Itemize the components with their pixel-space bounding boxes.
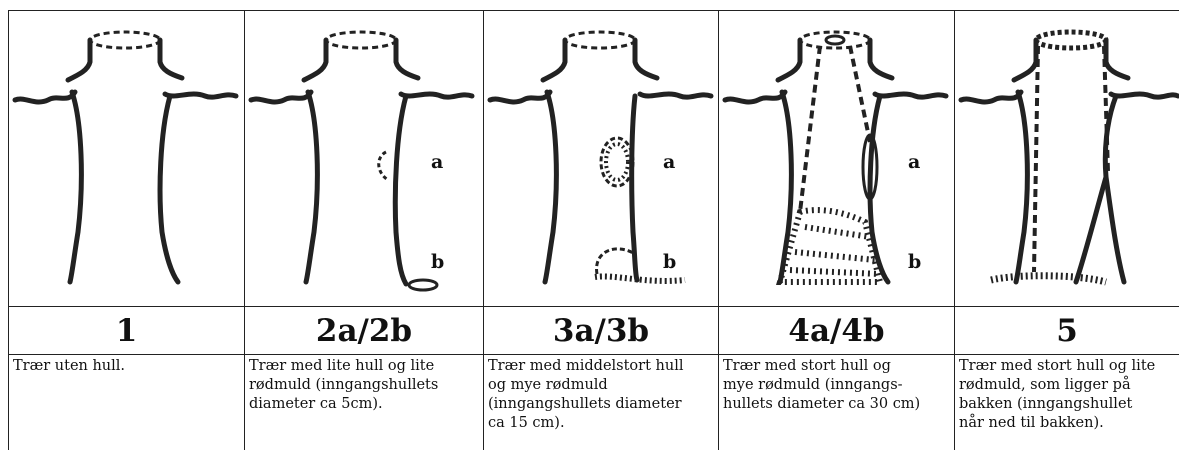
label-b: b — [663, 251, 676, 273]
tree-hollow-classification-table: a b a b — [8, 10, 1179, 450]
category-code: 2a/2b — [245, 307, 483, 354]
category-description: Trær med middelstort hull og mye rødmuld… — [486, 357, 718, 433]
tree-illustration-4a-4b: a b — [720, 12, 953, 304]
label-a: a — [908, 151, 920, 173]
category-description: Trær med stort hull og lite rødmuld, som… — [957, 357, 1179, 433]
category-description: Trær uten hull. — [11, 357, 243, 376]
category-description: Trær med stort hull og mye rødmuld (inng… — [721, 357, 954, 414]
category-description: Trær med lite hull og lite rødmuld (inng… — [247, 357, 483, 414]
label-b: b — [908, 251, 921, 273]
tree-illustration-2a-2b: a b — [246, 12, 482, 304]
category-code: 5 — [955, 307, 1179, 354]
category-code: 4a/4b — [719, 307, 954, 354]
tree-illustration-1 — [10, 12, 243, 304]
tree-illustration-5 — [956, 12, 1179, 304]
category-code: 1 — [9, 307, 244, 354]
category-code: 3a/3b — [484, 307, 718, 354]
label-a: a — [663, 151, 675, 173]
label-b: b — [431, 251, 444, 273]
tree-illustration-3a-3b: a b — [485, 12, 717, 304]
label-a: a — [431, 151, 443, 173]
